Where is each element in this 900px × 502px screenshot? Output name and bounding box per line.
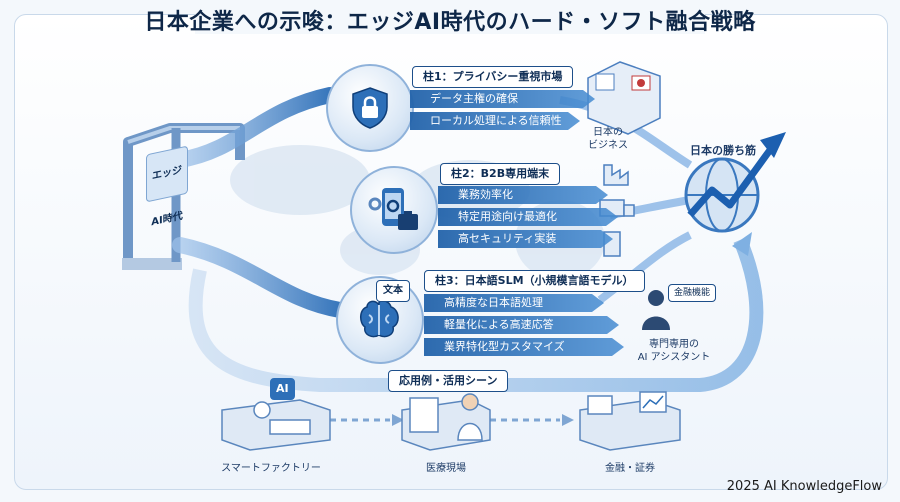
pillar1-item-2: ローカル処理による信頼性: [410, 112, 580, 130]
pillar3-text-badge: 文本: [376, 280, 410, 302]
pillar3-icon-circle: [336, 276, 424, 364]
pillar1-icon-circle: [326, 64, 414, 152]
finance-icon: [579, 391, 681, 451]
pillar2-heading: 柱2：B2B専用端末: [440, 163, 561, 185]
pillar2-item-2: 特定用途向け最適化: [438, 208, 618, 226]
footer-credit: 2025 AI KnowledgeFlow: [726, 479, 882, 494]
page-title: 日本企業への示唆：エッジAI時代のハード・ソフト融合戦略: [144, 10, 756, 35]
pillar3-item-1: 高精度な日本語処理: [424, 294, 604, 312]
use-case-finance: 金融・証券: [605, 463, 655, 474]
use-case-smart-factory: スマートファクトリー: [221, 463, 321, 474]
medical-icon: [401, 393, 491, 451]
pillar2-item-1: 業務効率化: [438, 186, 608, 204]
use-case-medical: 医療現場: [426, 463, 466, 474]
shield-lock-icon: [352, 87, 388, 129]
pillar2-icon-circle: [350, 166, 438, 254]
use-cases-heading: 応用例・活用シーン: [388, 370, 509, 392]
factory-icon: [603, 164, 629, 186]
ai-assistant-label: 専門専用の AI アシスタント: [637, 339, 711, 363]
brain-icon: [360, 300, 399, 338]
edge-ai-gate-label: エッジAI時代: [146, 145, 188, 228]
smartphone-gear-icon: [368, 188, 418, 230]
pillar3-item-2: 軽量化による高速応答: [424, 316, 619, 334]
pillar3-item-3: 業界特化型カスタマイズ: [424, 338, 624, 356]
japan-business-label: 日本の ビジネス: [588, 127, 628, 151]
ai-badge-icon: AI: [270, 378, 295, 400]
japan-winning-label: 日本の勝ち筋: [690, 144, 756, 157]
assistant-person-icon: [642, 290, 670, 330]
pillar3-heading: 柱3：日本語SLM（小規模言語モデル）: [424, 270, 645, 292]
pillar2-item-3: 高セキュリティ実装: [438, 230, 613, 248]
pillar1-item-1: データ主権の確保: [410, 90, 595, 108]
title-backdrop: [195, 0, 705, 34]
finance-function-label: 金融機能: [668, 284, 717, 302]
smart-factory-icon: [221, 399, 331, 451]
pillar1-heading: 柱1：プライバシー重視市場: [412, 66, 574, 88]
office-icon: [587, 61, 661, 135]
growth-arrow-icon: [687, 147, 773, 218]
